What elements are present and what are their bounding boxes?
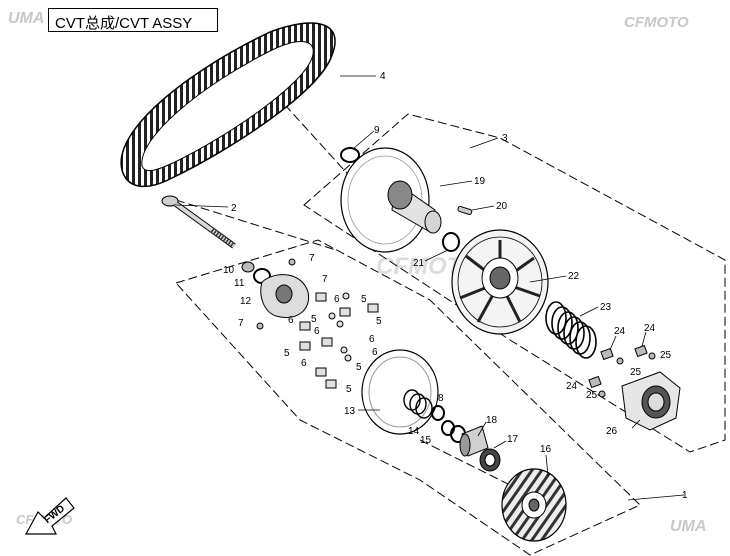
drive-axis-line [419, 439, 521, 491]
callout-6f: 6 [288, 315, 294, 326]
callout-2: 2 [231, 203, 237, 214]
callout-6a: 6 [334, 294, 340, 305]
callout-5e: 5 [346, 384, 352, 395]
callout-23: 23 [600, 302, 612, 313]
uma-logo-top-left: UMA [8, 10, 45, 27]
callout-25c: 25 [586, 390, 598, 401]
small-fasteners-driven [588, 344, 656, 398]
drive-pulley-outline [175, 239, 641, 556]
callout-5d: 5 [356, 362, 362, 373]
bearing-21 [442, 232, 460, 252]
sleeve-18 [459, 425, 489, 457]
driven-fixed-sheave [340, 147, 442, 253]
leader-lines [175, 75, 685, 501]
callout-18: 18 [486, 415, 498, 426]
uma-logo-bottom-right: UMA [670, 518, 707, 535]
callout-7a: 7 [309, 253, 315, 264]
drive-belt [120, 22, 336, 188]
callout-5b: 5 [311, 314, 317, 325]
driven-pulley-outline [303, 113, 726, 453]
callout-15: 15 [420, 435, 432, 446]
callout-5c: 5 [284, 348, 290, 359]
bolt [161, 195, 236, 249]
callout-12: 12 [240, 296, 252, 307]
callout-7b: 7 [322, 274, 328, 285]
title-box: CVT总成/CVT ASSY [48, 8, 218, 32]
callout-6b: 6 [314, 326, 320, 337]
callout-26: 26 [606, 426, 618, 437]
callout-24c: 24 [566, 381, 578, 392]
diagram-title: CVT总成/CVT ASSY [55, 15, 193, 32]
drive-rings [431, 405, 466, 443]
callout-24a: 24 [614, 326, 626, 337]
callout-13: 13 [344, 406, 356, 417]
callout-11: 11 [234, 278, 245, 289]
drive-movable-sheave [361, 349, 439, 435]
callout-10: 10 [223, 265, 235, 276]
callout-7c: 7 [238, 318, 244, 329]
callout-labels: 1 2 3 4 5 5 5 5 5 5 6 6 6 6 6 6 7 7 7 8 … [223, 71, 688, 501]
callout-5f: 5 [376, 316, 382, 327]
callout-21: 21 [413, 258, 425, 269]
callout-4: 4 [380, 71, 386, 82]
callout-3: 3 [502, 133, 508, 144]
washers-7 [256, 258, 296, 330]
driven-movable-sheave [451, 229, 549, 335]
callout-20: 20 [496, 201, 508, 212]
callout-17: 17 [507, 434, 519, 445]
callout-6c: 6 [369, 334, 375, 345]
callout-6d: 6 [301, 358, 307, 369]
callout-25b: 25 [660, 350, 672, 361]
bolt-axis-line [175, 199, 337, 251]
drive-fixed-sheave [501, 468, 567, 542]
callout-5a: 5 [361, 294, 367, 305]
drive-nut-assembly [241, 261, 310, 318]
callout-25a: 25 [630, 367, 642, 378]
fwd-arrow-icon: FWD [24, 497, 75, 535]
sliders-and-rollers [299, 292, 379, 389]
callout-14: 14 [408, 426, 420, 437]
cfmoto-logo-top-right: CFMOTO [624, 14, 689, 31]
pin-20 [457, 205, 473, 215]
callout-6e: 6 [372, 347, 378, 358]
driven-spring [545, 301, 597, 359]
callout-19: 19 [474, 176, 486, 187]
callout-22: 22 [568, 271, 580, 282]
cam-housing [621, 371, 681, 431]
callout-24b: 24 [644, 323, 656, 334]
callout-16: 16 [540, 444, 552, 455]
o-ring-9 [340, 147, 360, 163]
callout-1: 1 [682, 490, 688, 501]
callout-8: 8 [438, 393, 444, 404]
callout-9: 9 [374, 125, 380, 136]
